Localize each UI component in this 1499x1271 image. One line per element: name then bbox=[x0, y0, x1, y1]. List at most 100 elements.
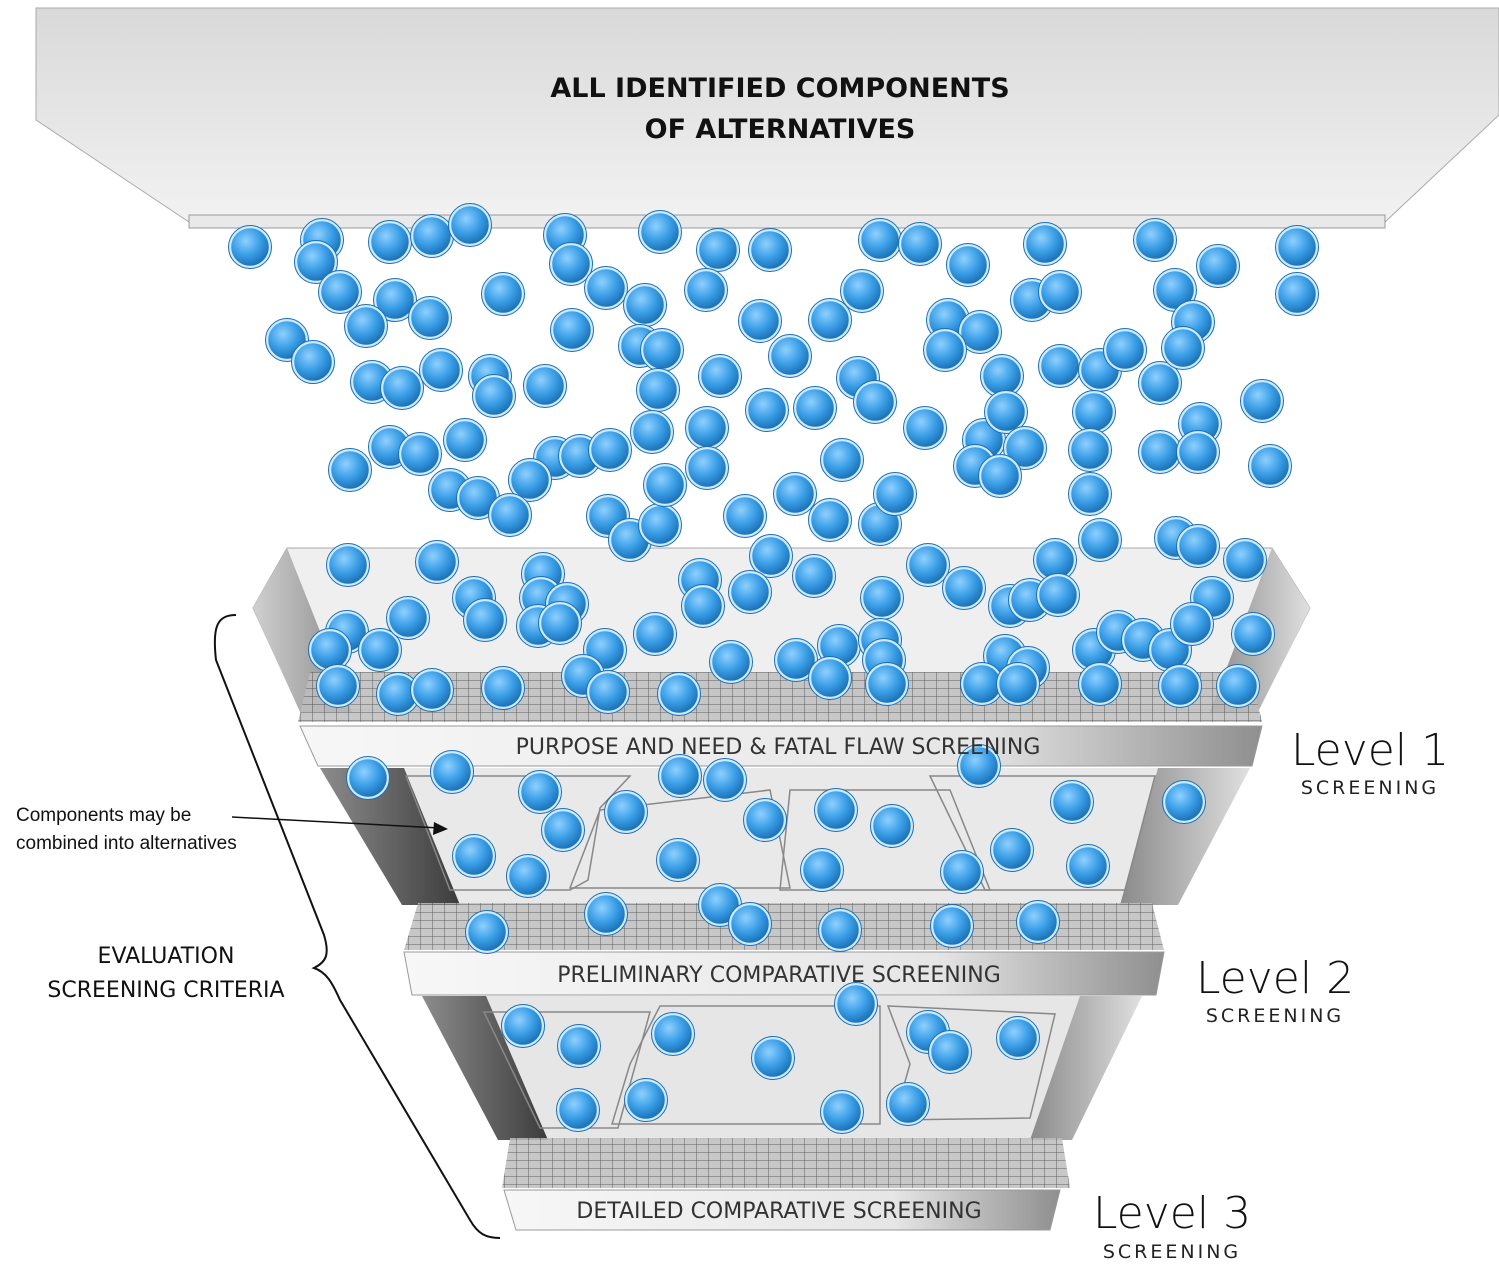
component-ball bbox=[448, 203, 492, 247]
component-ball bbox=[1216, 664, 1260, 708]
component-ball bbox=[623, 283, 667, 327]
component-ball bbox=[294, 240, 338, 284]
component-ball bbox=[1176, 430, 1220, 474]
component-ball bbox=[630, 410, 674, 454]
component-ball bbox=[808, 298, 852, 342]
component-ball bbox=[886, 1082, 930, 1126]
header-line-1: ALL IDENTIFIED COMPONENTS bbox=[550, 73, 1009, 104]
component-ball bbox=[808, 498, 852, 542]
component-ball bbox=[538, 601, 582, 645]
component-ball bbox=[472, 374, 516, 418]
component-ball bbox=[624, 1078, 668, 1122]
component-ball bbox=[928, 1030, 972, 1074]
component-ball bbox=[326, 543, 370, 587]
component-ball bbox=[751, 1036, 795, 1080]
component-ball bbox=[990, 828, 1034, 872]
header-line-2: OF ALTERNATIVES bbox=[645, 114, 916, 145]
stage-2-band-label: PRELIMINARY COMPARATIVE SCREENING bbox=[557, 963, 1001, 988]
component-ball bbox=[873, 472, 917, 516]
component-ball bbox=[1196, 244, 1240, 288]
level-1-sub: SCREENING bbox=[1301, 777, 1439, 799]
component-ball bbox=[586, 670, 630, 714]
stage-1-band bbox=[299, 725, 1263, 767]
component-ball bbox=[923, 328, 967, 372]
component-ball bbox=[978, 454, 1022, 498]
component-ball bbox=[481, 666, 525, 710]
component-ball bbox=[1231, 612, 1275, 656]
component-ball bbox=[501, 1004, 545, 1048]
component-ball bbox=[488, 493, 532, 537]
component-ball bbox=[1078, 662, 1122, 706]
level-3-sub: SCREENING bbox=[1103, 1241, 1241, 1263]
component-ball bbox=[1161, 326, 1205, 370]
component-ball bbox=[1023, 222, 1067, 266]
component-ball bbox=[651, 1012, 695, 1056]
component-ball bbox=[408, 296, 452, 340]
component-ball bbox=[1016, 900, 1060, 944]
component-ball bbox=[696, 228, 740, 272]
component-ball bbox=[1223, 538, 1267, 582]
component-ball bbox=[380, 366, 424, 410]
component-ball bbox=[410, 668, 454, 712]
component-ball bbox=[523, 364, 567, 408]
component-ball bbox=[685, 446, 729, 490]
component-ball bbox=[870, 804, 914, 848]
component-ball bbox=[723, 494, 767, 538]
component-ball bbox=[745, 388, 789, 432]
component-ball bbox=[942, 566, 986, 610]
component-ball bbox=[656, 838, 700, 882]
component-ball bbox=[506, 854, 550, 898]
component-ball bbox=[584, 266, 628, 310]
component-ball bbox=[518, 770, 562, 814]
component-ball bbox=[643, 463, 687, 507]
component-ball bbox=[481, 272, 525, 316]
component-ball bbox=[1138, 361, 1182, 405]
annotation-arrow bbox=[231, 816, 448, 835]
component-ball bbox=[946, 243, 990, 287]
hopper bbox=[35, 7, 1499, 229]
component-ball bbox=[768, 334, 812, 378]
component-ball bbox=[657, 672, 701, 716]
stage-3-band bbox=[503, 1189, 1061, 1231]
component-ball bbox=[1240, 379, 1284, 423]
component-ball bbox=[906, 543, 950, 587]
component-ball bbox=[398, 432, 442, 476]
component-ball bbox=[1003, 426, 1047, 470]
component-ball bbox=[738, 299, 782, 343]
component-ball bbox=[463, 598, 507, 642]
component-ball bbox=[550, 308, 594, 352]
component-ball bbox=[728, 902, 772, 946]
component-ball bbox=[958, 310, 1002, 354]
component-ball bbox=[853, 380, 897, 424]
criteria-brace bbox=[213, 614, 501, 1239]
component-ball bbox=[709, 640, 753, 684]
component-ball bbox=[373, 278, 417, 322]
component-ball bbox=[858, 218, 902, 262]
component-ball bbox=[318, 270, 362, 314]
component-ball bbox=[604, 790, 648, 834]
component-ball bbox=[346, 756, 390, 800]
component-ball bbox=[957, 744, 1001, 788]
component-ball bbox=[1038, 270, 1082, 314]
component-ball bbox=[1038, 344, 1082, 388]
component-ball bbox=[773, 472, 817, 516]
component-ball bbox=[1176, 524, 1220, 568]
component-ball bbox=[638, 503, 682, 547]
component-ball bbox=[452, 834, 496, 878]
component-ball bbox=[316, 664, 360, 708]
component-ball bbox=[840, 269, 884, 313]
component-ball bbox=[1158, 664, 1202, 708]
component-ball bbox=[368, 220, 412, 264]
component-ball bbox=[834, 982, 878, 1026]
component-ball bbox=[508, 458, 552, 502]
component-ball bbox=[465, 910, 509, 954]
component-ball bbox=[820, 438, 864, 482]
component-ball bbox=[818, 908, 862, 952]
level-2-label: Level 2 bbox=[1196, 953, 1354, 1004]
annotation-line-2: combined into alternatives bbox=[16, 833, 237, 854]
component-ball bbox=[358, 628, 402, 672]
component-ball bbox=[1103, 328, 1147, 372]
component-ball bbox=[1078, 518, 1122, 562]
